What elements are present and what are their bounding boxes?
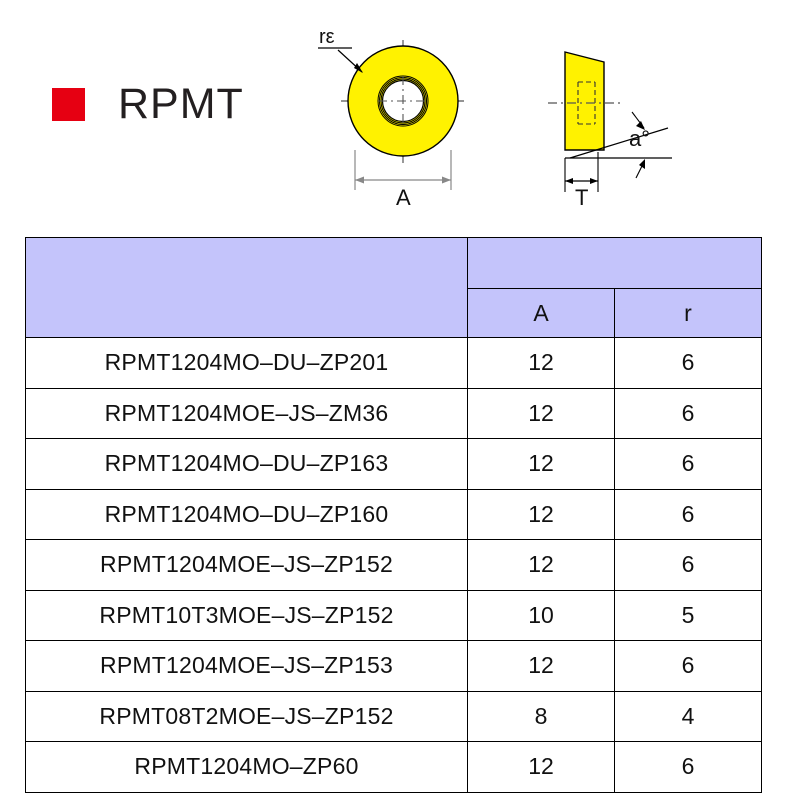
cell-a: 10: [467, 589, 615, 641]
cell-r: 6: [614, 741, 762, 793]
cell-a: 8: [467, 690, 615, 742]
cell-a: 12: [467, 337, 615, 389]
header-col-r: r: [614, 288, 762, 338]
cell-designation: RPMT08T2MOE–JS–ZP152: [25, 690, 468, 742]
cell-r: 4: [614, 690, 762, 742]
cell-r: 6: [614, 337, 762, 389]
table-header: A r: [25, 237, 762, 338]
insert-body-side: [564, 51, 605, 151]
cell-r: 6: [614, 438, 762, 490]
cell-r: 6: [614, 539, 762, 591]
cell-designation: RPMT1204MOE–JS–ZM36: [25, 387, 468, 439]
red-square-icon: [52, 88, 85, 121]
cell-a: 12: [467, 387, 615, 439]
cell-r: 5: [614, 589, 762, 641]
cell-r: 6: [614, 640, 762, 692]
cell-r: 6: [614, 387, 762, 439]
technical-drawings: rε A a° T: [0, 0, 790, 232]
cell-designation: RPMT1204MO–ZP60: [25, 741, 468, 793]
cell-designation: RPMT1204MO–DU–ZP201: [25, 337, 468, 389]
cell-a: 12: [467, 438, 615, 490]
brand-header: RPMT: [52, 83, 244, 126]
header-designation: [25, 237, 468, 338]
cell-designation: RPMT1204MO–DU–ZP163: [25, 438, 468, 490]
cell-designation: RPMT1204MO–DU–ZP160: [25, 488, 468, 540]
angle-label: a°: [629, 126, 651, 151]
thickness-dimension-label: T: [575, 185, 589, 210]
cell-a: 12: [467, 741, 615, 793]
cell-designation: RPMT1204MOE–JS–ZP153: [25, 640, 468, 692]
cell-a: 12: [467, 640, 615, 692]
cell-a: 12: [467, 539, 615, 591]
header-dimension-group: [467, 237, 762, 289]
width-dimension-label: A: [396, 185, 411, 210]
cell-designation: RPMT10T3MOE–JS–ZP152: [25, 589, 468, 641]
top-view-drawing: [318, 40, 468, 190]
side-view-drawing: [548, 51, 672, 192]
corner-radius-label: rε: [319, 26, 335, 48]
table-header-row-bottom: A r: [26, 288, 762, 338]
cell-a: 12: [467, 488, 615, 540]
page-title: RPMT: [118, 80, 244, 128]
cell-r: 6: [614, 488, 762, 540]
cell-designation: RPMT1204MOE–JS–ZP152: [25, 539, 468, 591]
table-header-row-top: [25, 237, 762, 338]
header-col-a: A: [467, 288, 615, 338]
